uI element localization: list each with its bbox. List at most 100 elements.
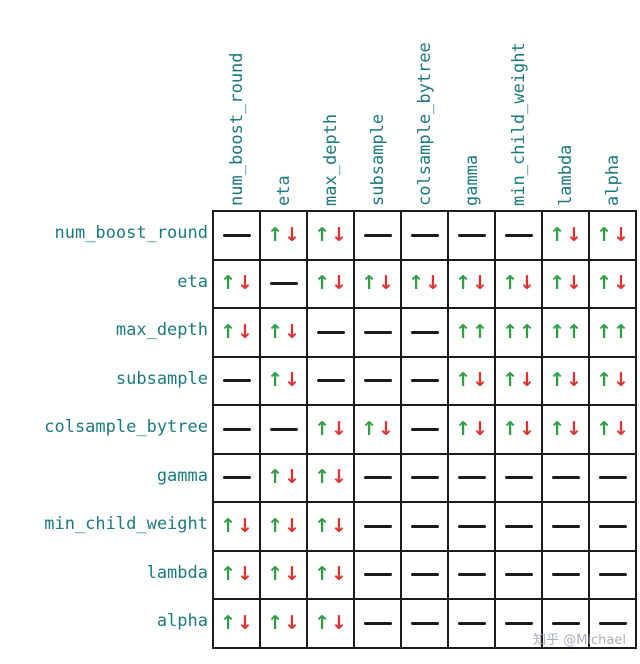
cell-subsample-gamma: ↑↓ [447, 355, 496, 406]
row-label-eta: eta [177, 271, 208, 292]
cell-eta-num-boost-round: ↑↓ [212, 258, 261, 309]
cell-min-child-weight-lambda [541, 501, 590, 552]
cell-max-depth-num-boost-round: ↑↓ [212, 307, 261, 358]
dash-icon [363, 476, 392, 480]
arrow-down-icon: ↓ [331, 466, 347, 489]
arrow-up-icon: ↑ [220, 611, 236, 634]
arrow-up-icon: ↑ [361, 417, 377, 440]
cell-gamma-colsample-bytree [400, 452, 449, 503]
arrow-up-icon: ↑ [613, 320, 629, 343]
arrow-down-icon: ↓ [237, 320, 253, 343]
arrow-down-icon: ↓ [284, 563, 300, 586]
cell-lambda-eta: ↑↓ [259, 549, 308, 600]
arrow-down-icon: ↓ [519, 369, 535, 392]
cell-alpha-eta: ↑↓ [259, 598, 308, 649]
dash-icon [222, 379, 251, 383]
dash-icon [222, 427, 251, 431]
cell-lambda-min-child-weight [494, 549, 543, 600]
dash-icon [410, 330, 439, 334]
cell-eta-eta [259, 258, 308, 309]
arrow-up-icon: ↑ [502, 417, 518, 440]
row-label-subsample: subsample [115, 368, 208, 389]
arrow-up-icon: ↑ [549, 223, 565, 246]
arrow-up-icon: ↑ [596, 223, 612, 246]
arrow-up-icon: ↑ [220, 272, 236, 295]
dash-icon [363, 330, 392, 334]
cell-min-child-weight-subsample [353, 501, 402, 552]
arrow-down-icon: ↓ [331, 514, 347, 537]
arrow-up-icon: ↑ [549, 272, 565, 295]
col-label-min-child-weight: min_child_weight [508, 42, 529, 206]
dash-icon [598, 476, 627, 480]
arrow-up-icon: ↑ [314, 611, 330, 634]
arrow-down-icon: ↓ [613, 272, 629, 295]
row-label-gamma: gamma [156, 465, 208, 486]
arrow-up-icon: ↑ [314, 563, 330, 586]
arrow-up-icon: ↑ [267, 514, 283, 537]
dash-icon [410, 621, 439, 625]
cell-num-boost-round-lambda: ↑↓ [541, 210, 590, 261]
dash-icon [316, 379, 345, 383]
arrow-down-icon: ↓ [284, 514, 300, 537]
cell-colsample-bytree-min-child-weight: ↑↓ [494, 404, 543, 455]
row-label-max-depth: max_depth [115, 320, 208, 341]
arrow-down-icon: ↓ [237, 611, 253, 634]
cell-max-depth-gamma: ↑↑ [447, 307, 496, 358]
dash-icon [551, 476, 580, 480]
cell-lambda-colsample-bytree [400, 549, 449, 600]
dash-icon [504, 524, 533, 528]
cell-num-boost-round-colsample-bytree [400, 210, 449, 261]
cell-colsample-bytree-max-depth: ↑↓ [306, 404, 355, 455]
cell-lambda-alpha [588, 549, 637, 600]
dash-icon [551, 524, 580, 528]
arrow-up-icon: ↑ [267, 466, 283, 489]
arrow-down-icon: ↓ [519, 417, 535, 440]
cell-min-child-weight-alpha [588, 501, 637, 552]
cell-eta-max-depth: ↑↓ [306, 258, 355, 309]
cell-lambda-max-depth: ↑↓ [306, 549, 355, 600]
cell-gamma-max-depth: ↑↓ [306, 452, 355, 503]
arrow-up-icon: ↑ [549, 417, 565, 440]
arrow-down-icon: ↓ [472, 272, 488, 295]
dash-icon [457, 573, 486, 577]
cell-max-depth-colsample-bytree [400, 307, 449, 358]
dash-icon [598, 524, 627, 528]
arrow-down-icon: ↓ [613, 369, 629, 392]
dash-icon [504, 476, 533, 480]
cell-max-depth-subsample [353, 307, 402, 358]
dash-icon [457, 476, 486, 480]
arrow-up-icon: ↑ [596, 417, 612, 440]
arrow-up-icon: ↑ [502, 320, 518, 343]
arrow-down-icon: ↓ [284, 466, 300, 489]
dash-icon [410, 524, 439, 528]
cell-colsample-bytree-subsample: ↑↓ [353, 404, 402, 455]
arrow-up-icon: ↑ [596, 272, 612, 295]
cell-min-child-weight-gamma [447, 501, 496, 552]
dash-icon [504, 573, 533, 577]
col-label-num-boost-round: num_boost_round [226, 52, 247, 206]
cell-gamma-gamma [447, 452, 496, 503]
cell-subsample-max-depth [306, 355, 355, 406]
cell-subsample-num-boost-round [212, 355, 261, 406]
cell-eta-min-child-weight: ↑↓ [494, 258, 543, 309]
cell-subsample-min-child-weight: ↑↓ [494, 355, 543, 406]
cell-min-child-weight-min-child-weight [494, 501, 543, 552]
cell-eta-colsample-bytree: ↑↓ [400, 258, 449, 309]
arrow-down-icon: ↓ [519, 272, 535, 295]
arrow-up-icon: ↑ [455, 320, 471, 343]
arrow-down-icon: ↓ [425, 272, 441, 295]
arrow-up-icon: ↑ [267, 320, 283, 343]
arrow-up-icon: ↑ [455, 417, 471, 440]
col-label-gamma: gamma [461, 154, 482, 206]
dash-icon [316, 330, 345, 334]
cell-max-depth-eta: ↑↓ [259, 307, 308, 358]
arrow-down-icon: ↓ [566, 223, 582, 246]
dash-icon [269, 427, 298, 431]
arrow-down-icon: ↓ [237, 272, 253, 295]
cell-colsample-bytree-lambda: ↑↓ [541, 404, 590, 455]
cell-lambda-subsample [353, 549, 402, 600]
cell-eta-lambda: ↑↓ [541, 258, 590, 309]
cell-max-depth-min-child-weight: ↑↑ [494, 307, 543, 358]
dash-icon [457, 233, 486, 237]
arrow-down-icon: ↓ [472, 417, 488, 440]
